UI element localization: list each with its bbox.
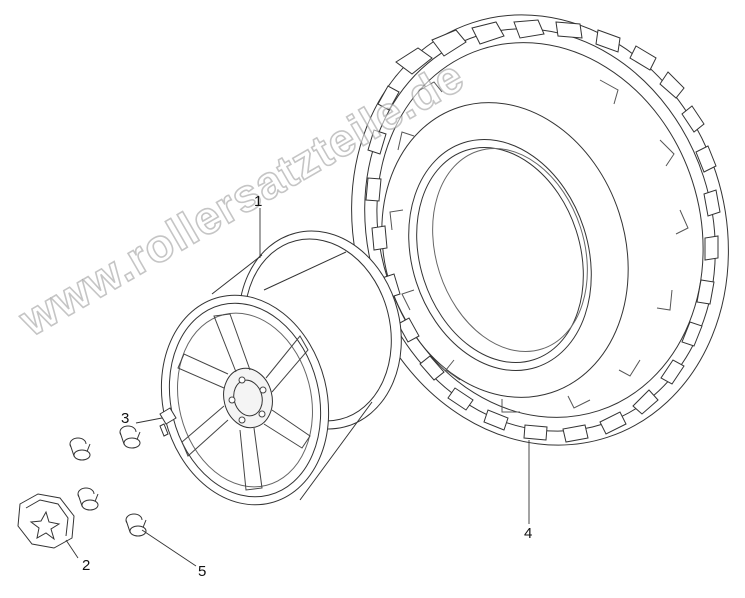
callout-label-3: 3 xyxy=(121,410,130,427)
valve-drawing xyxy=(159,407,177,437)
callout-label-4: 4 xyxy=(524,525,533,542)
callout-label-1: 1 xyxy=(254,193,263,210)
callout-label-2: 2 xyxy=(82,557,91,574)
tire-drawing xyxy=(351,14,729,446)
leader-line-5 xyxy=(141,529,197,567)
lug-nuts-drawing xyxy=(69,425,147,537)
rim-drawing xyxy=(160,230,402,506)
callout-label-5: 5 xyxy=(198,563,207,580)
leader-line-3 xyxy=(135,417,163,424)
hub-cap-drawing xyxy=(17,493,75,549)
leader-line-2 xyxy=(65,539,79,559)
